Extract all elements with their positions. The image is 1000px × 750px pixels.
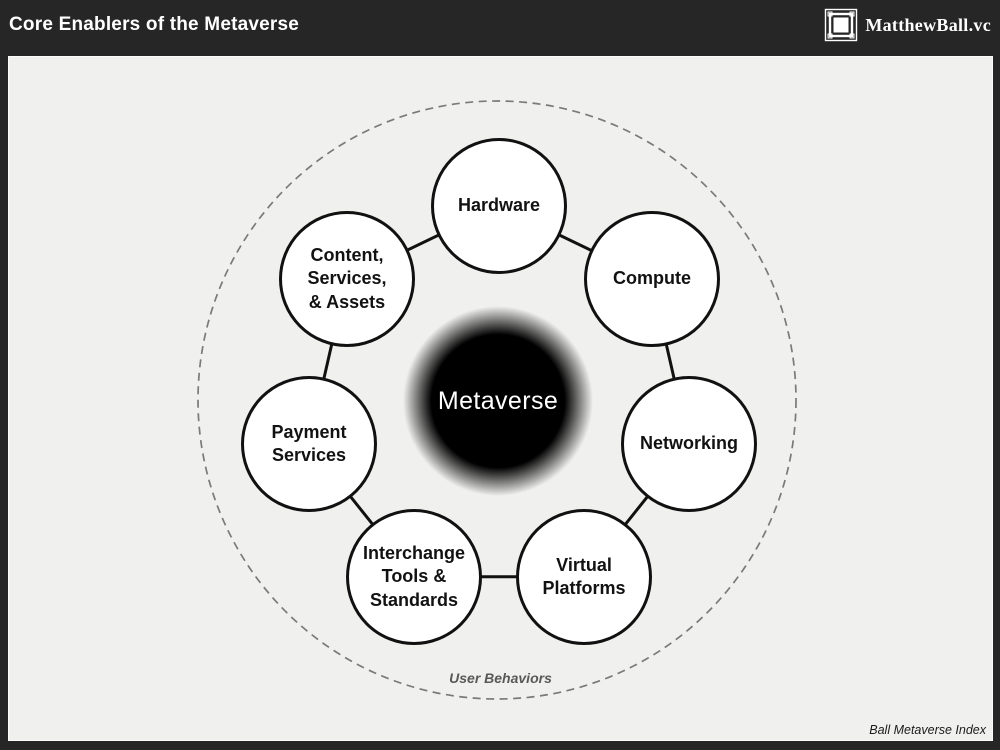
brand-logo-icon xyxy=(825,8,858,42)
node-virtual-platforms: Virtual Platforms xyxy=(516,509,652,645)
node-payment-services: Payment Services xyxy=(241,376,377,512)
node-compute: Compute xyxy=(584,211,720,347)
node-payment-services-label: Payment Services xyxy=(271,421,347,465)
node-virtual-platforms-label: Virtual Platforms xyxy=(542,554,626,598)
node-content-services-assets: Content, Services, & Assets xyxy=(279,211,415,347)
brand: MatthewBall.vc xyxy=(824,8,991,42)
user-behaviors-dashed-ring xyxy=(197,100,797,700)
node-interchange-tools-standards-label: Interchange Tools & Standards xyxy=(362,543,466,610)
node-content-services-assets-label: Content, Services, & Assets xyxy=(307,245,387,312)
metaverse-core: Metaverse xyxy=(403,306,593,496)
node-interchange-tools-standards: Interchange Tools & Standards xyxy=(346,509,482,645)
node-hardware: Hardware xyxy=(431,138,567,274)
node-networking: Networking xyxy=(621,376,757,512)
metaverse-core-label: Metaverse xyxy=(437,386,559,415)
page-title: Core Enablers of the Metaverse xyxy=(9,14,300,35)
footnote: Ball Metaverse Index xyxy=(869,723,986,737)
diagram-panel: Metaverse Hardware Compute Networking Vi… xyxy=(8,56,993,741)
node-networking-label: Networking xyxy=(639,433,738,454)
node-compute-label: Compute xyxy=(613,268,691,289)
node-hardware-label: Hardware xyxy=(457,195,541,216)
brand-name: MatthewBall.vc xyxy=(865,14,991,35)
header-bar: Core Enablers of the Metaverse MatthewBa… xyxy=(0,0,1000,56)
user-behaviors-label: User Behaviors xyxy=(449,670,552,686)
